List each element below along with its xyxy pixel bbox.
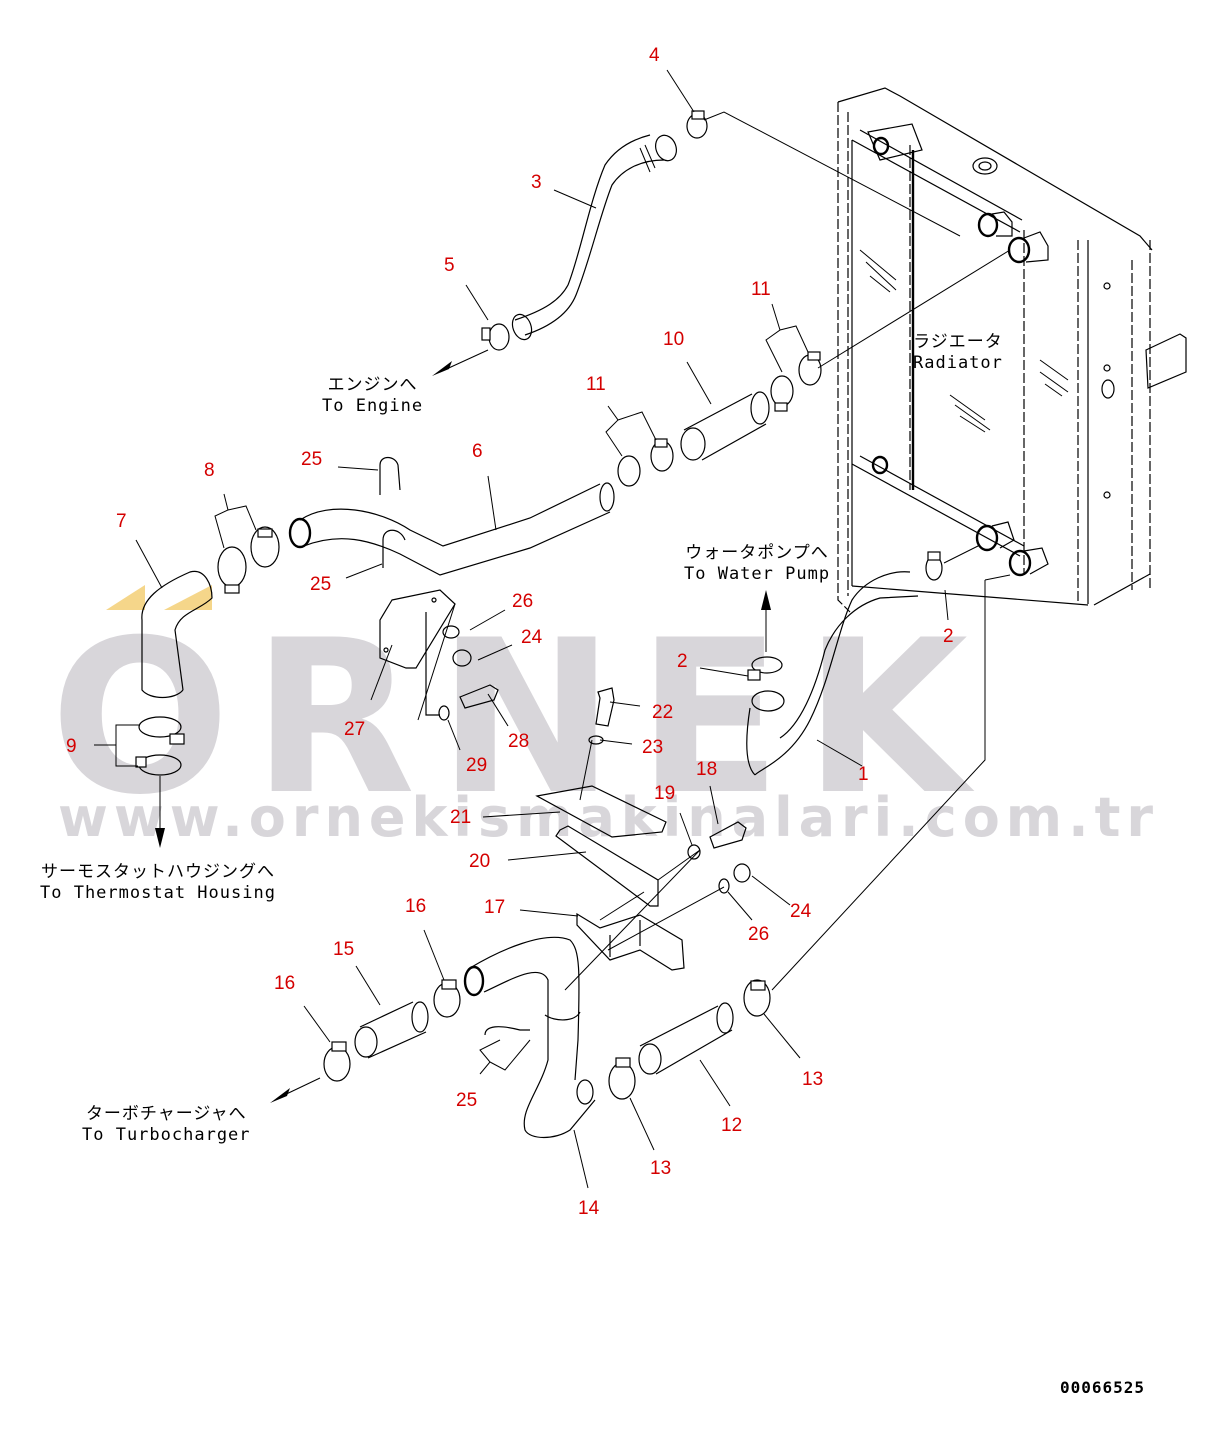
bolt-22 <box>595 687 615 727</box>
callout-c12: 12 <box>721 1115 743 1136</box>
callout-c13b: 13 <box>650 1158 672 1179</box>
nut-24b <box>733 863 751 883</box>
washer-19 <box>687 844 701 860</box>
clamps-11 <box>617 351 822 487</box>
watermark-url: www.ornekismakinalari.com.tr <box>58 786 1160 849</box>
callout-c23: 23 <box>642 737 664 758</box>
radiator-label-jp: ラジエータ <box>913 332 1003 352</box>
callout-c27: 27 <box>344 719 366 740</box>
callout-c13a: 13 <box>802 1069 824 1090</box>
hose-1 <box>746 571 919 776</box>
bracket-20 <box>555 825 659 907</box>
hose-15 <box>354 1001 429 1059</box>
callout-c2a: 2 <box>943 626 954 647</box>
hose-10 <box>680 391 770 461</box>
callout-c7: 7 <box>116 511 127 532</box>
callout-c21: 21 <box>450 807 472 828</box>
washer-26a <box>442 625 460 639</box>
callout-c20: 20 <box>469 851 491 872</box>
clamp-2b <box>747 656 783 681</box>
destination-turbocharger-jp: ターボチャージャへ <box>85 1104 247 1124</box>
callout-c9: 9 <box>66 736 77 757</box>
clamp-16a <box>433 979 461 1018</box>
callout-c22: 22 <box>652 702 674 723</box>
washer-29 <box>438 705 450 721</box>
destination-thermostat-jp: サーモスタットハウジングへ <box>40 862 275 882</box>
callout-c11a: 11 <box>751 279 771 300</box>
drawing-number: 00066525 <box>1059 1378 1145 1397</box>
callout-c8: 8 <box>204 460 215 481</box>
destination-water-pump-en: To Water Pump <box>684 564 831 584</box>
nut-24a <box>452 649 472 667</box>
plate-21 <box>535 739 667 838</box>
callout-c26a: 26 <box>512 591 534 612</box>
destination-engine-en: To Engine <box>322 396 424 416</box>
callout-c4: 4 <box>649 45 660 66</box>
callout-c18: 18 <box>696 759 718 780</box>
callout-c17: 17 <box>484 897 506 918</box>
callout-c15: 15 <box>333 939 355 960</box>
hose-3 <box>511 134 677 341</box>
destination-thermostat-housing: サーモスタットハウジングへ To Thermostat Housing <box>40 862 276 904</box>
bolt-28 <box>459 684 499 709</box>
clamp-4 <box>686 110 708 139</box>
pipe-14 <box>463 936 596 1139</box>
callout-c14: 14 <box>578 1198 600 1219</box>
callout-c26b: 26 <box>748 924 770 945</box>
washer-26b <box>718 878 730 894</box>
clamp-13a <box>608 1057 636 1100</box>
radiator-assembly <box>837 87 1187 613</box>
hose-7 <box>141 570 213 699</box>
clamp-2a <box>925 551 943 581</box>
callout-c28: 28 <box>508 731 530 752</box>
callout-c16a: 16 <box>405 896 427 917</box>
callout-c5: 5 <box>444 255 455 276</box>
callout-c29: 29 <box>466 755 488 776</box>
destination-engine-jp: エンジンへ <box>327 375 418 395</box>
hose-12 <box>638 1002 734 1075</box>
callout-c24a: 24 <box>521 627 543 648</box>
callout-c25b: 25 <box>310 574 332 595</box>
clamp-5 <box>481 323 510 351</box>
bolt-18 <box>709 821 747 849</box>
destination-water-pump-jp: ウォータポンプへ <box>685 543 829 563</box>
leader-lines <box>94 69 1011 1189</box>
destination-water-pump: ウォータポンプへ To Water Pump <box>684 543 830 585</box>
clamps-8 <box>217 526 280 594</box>
clamps-9 <box>135 716 185 776</box>
destination-turbocharger: ターボチャージャへ To Turbocharger <box>82 1104 251 1146</box>
callout-c10: 10 <box>663 329 685 350</box>
callout-c16b: 16 <box>274 973 296 994</box>
callout-c1: 1 <box>858 764 869 785</box>
radiator-label-en: Radiator <box>913 353 1003 373</box>
pipe-6 <box>288 456 615 576</box>
callout-c3: 3 <box>531 172 542 193</box>
callout-c6: 6 <box>472 441 483 462</box>
clamp-13b <box>743 979 771 1017</box>
destination-engine: エンジンへ To Engine <box>322 375 423 417</box>
destination-turbocharger-en: To Turbocharger <box>82 1125 251 1145</box>
callout-c2b: 2 <box>677 651 688 672</box>
radiator-label: ラジエータ Radiator <box>913 332 1003 374</box>
callout-c11b: 11 <box>586 374 606 395</box>
clamp-16b <box>323 1041 351 1082</box>
callout-c25c: 25 <box>456 1090 478 1111</box>
callout-c19: 19 <box>654 783 676 804</box>
callout-c24b: 24 <box>790 901 812 922</box>
destination-thermostat-en: To Thermostat Housing <box>40 883 276 903</box>
callout-c25a: 25 <box>301 449 323 470</box>
bracket-27 <box>379 589 456 716</box>
